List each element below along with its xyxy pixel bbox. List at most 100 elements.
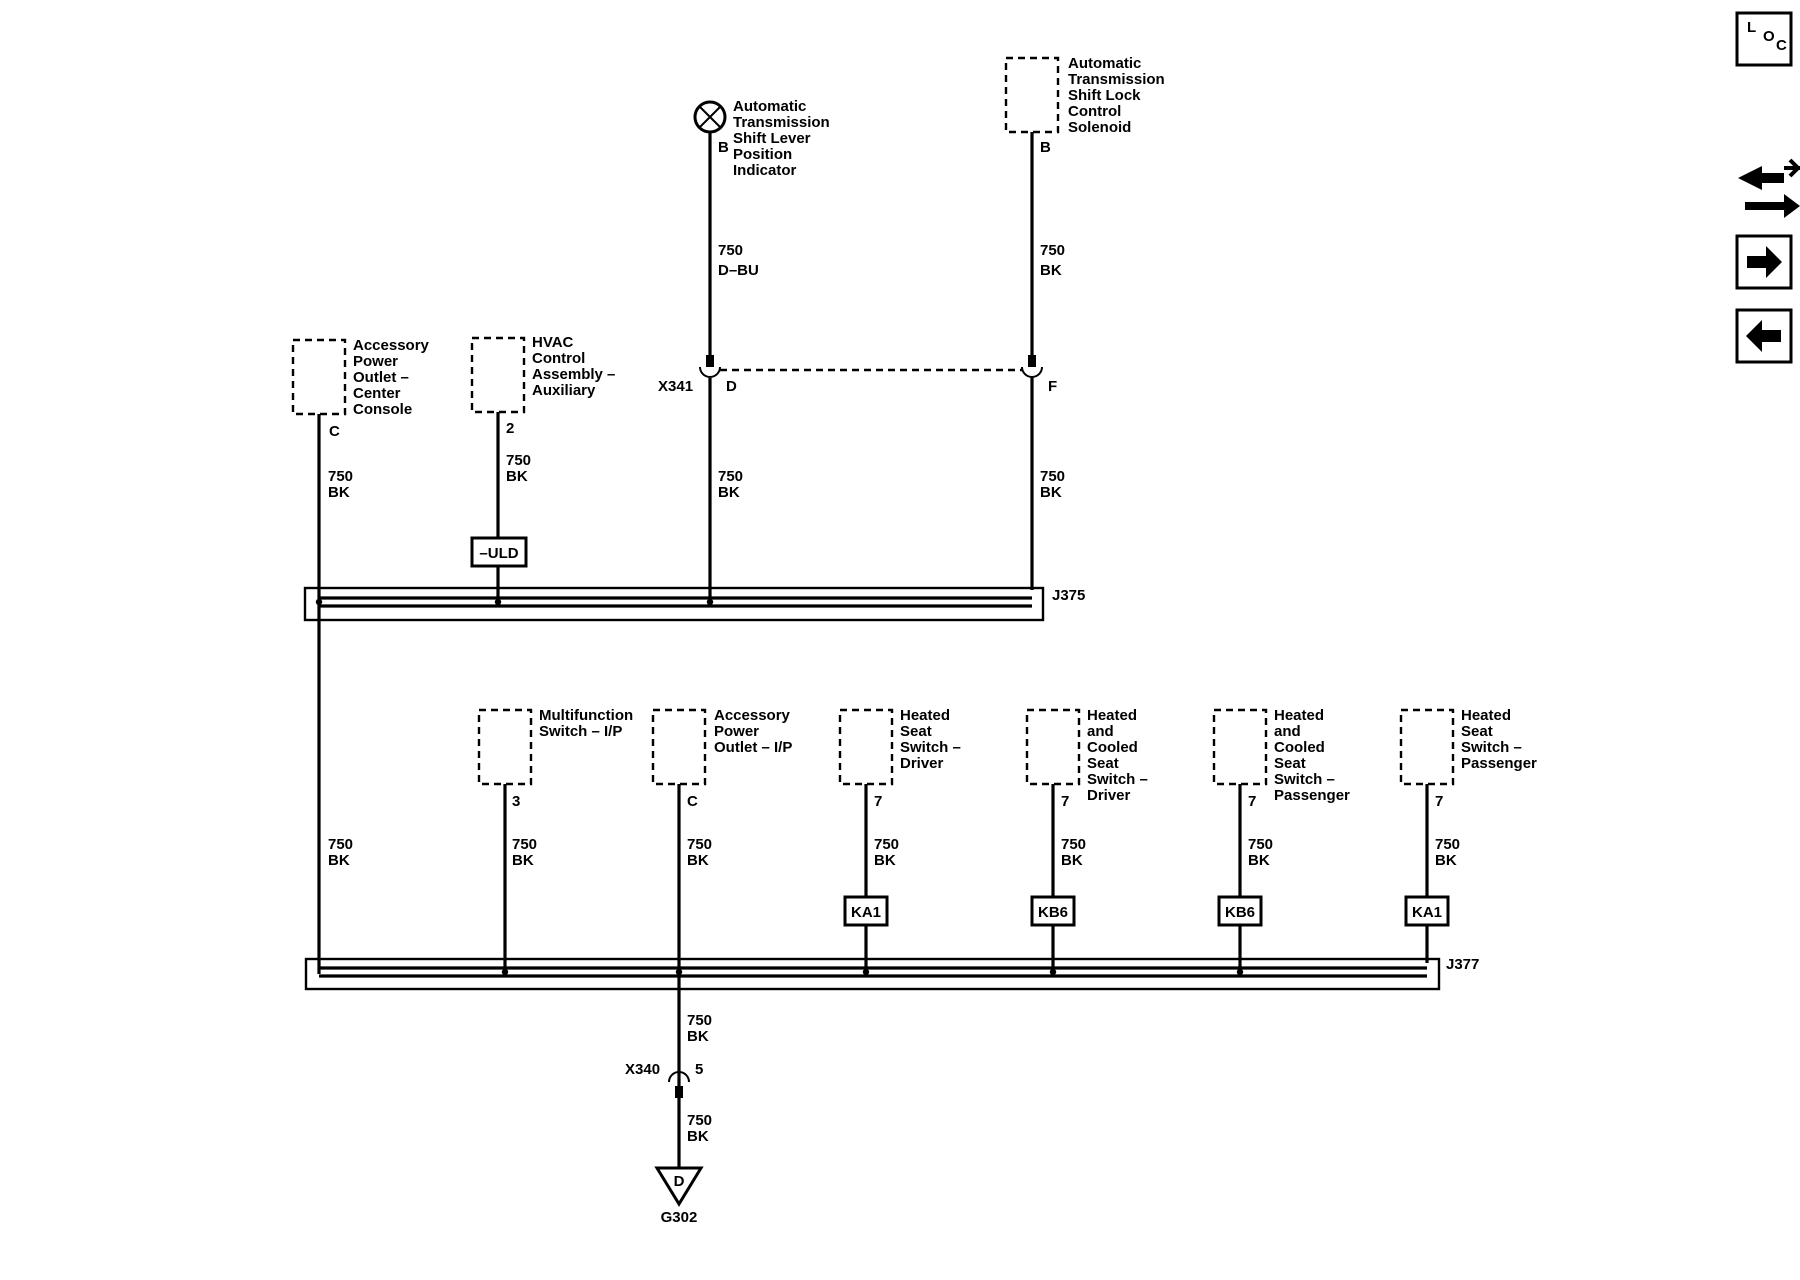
- solenoid-name-line-4: Control: [1068, 103, 1121, 120]
- heated-passenger-name-line-4: Passenger: [1461, 755, 1537, 772]
- multifunction-pin: 3: [512, 793, 520, 810]
- option-kb6-driver-label: KB6: [1038, 904, 1068, 921]
- hc-passenger-name-line-6: Passenger: [1274, 787, 1350, 804]
- next-page-button[interactable]: [1735, 234, 1793, 290]
- ground-symbol-letter: D: [674, 1173, 685, 1190]
- solenoid-name-line-3: Shift Lock: [1068, 87, 1141, 104]
- arrow-right-icon: [1747, 246, 1782, 278]
- connector-x340: X340 5: [625, 1061, 703, 1098]
- hc-driver-name-line-3: Cooled: [1087, 739, 1138, 756]
- option-kb6-passenger-label: KB6: [1225, 904, 1255, 921]
- hvac-control-assembly-auxiliary: HVAC Control Assembly – Auxiliary 2: [470, 334, 615, 437]
- option-ka1-driver: KA1: [843, 895, 889, 927]
- hc-driver-name-line-2: and: [1087, 723, 1114, 740]
- solenoid-pin: B: [1040, 139, 1051, 156]
- wire-solenoid-color: BK: [1040, 262, 1062, 279]
- wire-x340-g302-circuit: 750: [687, 1112, 712, 1129]
- wire-apo-ip-color: BK: [687, 852, 709, 869]
- arrow-left-icon: [1746, 320, 1781, 352]
- indicator-name-line-1: Automatic: [733, 98, 806, 115]
- option-uld: –ULD: [470, 536, 528, 568]
- indicator-name-line-3: Shift Lever: [733, 130, 811, 147]
- wire-hvac-circuit: 750: [506, 452, 531, 469]
- multifunction-name-line-1: Multifunction: [539, 707, 633, 724]
- hc-passenger-name-line-4: Seat: [1274, 755, 1306, 772]
- heated-driver-pin: 7: [874, 793, 882, 810]
- wire-j375-j377-color: BK: [328, 852, 350, 869]
- wire-indicator-color: D–BU: [718, 262, 759, 279]
- wire-x341-f-circuit: 750: [1040, 468, 1065, 485]
- x340-name: X340: [625, 1061, 660, 1078]
- hc-passenger-name-line-5: Switch –: [1274, 771, 1335, 788]
- multifunction-switch-ip: Multifunction Switch – I/P 3: [477, 707, 633, 810]
- heated-driver-name-line-3: Switch –: [900, 739, 961, 756]
- solenoid-name-line-1: Automatic: [1068, 55, 1141, 72]
- wire-apo-console-circuit: 750: [328, 468, 353, 485]
- wire-hvac-color: BK: [506, 468, 528, 485]
- apo-console-name-line-5: Console: [353, 401, 412, 418]
- hvac-pin: 2: [506, 420, 514, 437]
- hc-driver-name-line-4: Seat: [1087, 755, 1119, 772]
- apo-console-name-line-3: Outlet –: [353, 369, 409, 386]
- shift-lock-control-solenoid: Automatic Transmission Shift Lock Contro…: [1004, 55, 1165, 156]
- wire-heated-driver-circuit: 750: [874, 836, 899, 853]
- wire-multifunction-circuit: 750: [512, 836, 537, 853]
- ground-icon: [654, 1166, 704, 1207]
- ground-name: G302: [661, 1209, 698, 1226]
- wire-j377-x340-color: BK: [687, 1028, 709, 1045]
- option-uld-label: –ULD: [479, 545, 518, 562]
- heated-passenger-name-line-1: Heated: [1461, 707, 1511, 724]
- hvac-name-line-4: Auxiliary: [532, 382, 596, 399]
- solenoid-name-line-2: Transmission: [1068, 71, 1165, 88]
- heated-seat-switch-driver: Heated Seat Switch – Driver 7: [838, 707, 961, 810]
- j375-label: J375: [1052, 587, 1085, 604]
- option-ka1-passenger: KA1: [1404, 895, 1450, 927]
- apo-console-name-line-1: Accessory: [353, 337, 430, 354]
- wire-x341-d-circuit: 750: [718, 468, 743, 485]
- hvac-name-line-1: HVAC: [532, 334, 574, 351]
- wire-heated-passenger-color: BK: [1435, 852, 1457, 869]
- heated-driver-name-line-4: Driver: [900, 755, 944, 772]
- hc-passenger-pin: 7: [1248, 793, 1256, 810]
- hc-driver-name-line-1: Heated: [1087, 707, 1137, 724]
- wire-indicator-circuit: 750: [718, 242, 743, 259]
- wire-solenoid-circuit: 750: [1040, 242, 1065, 259]
- indicator-name-line-4: Position: [733, 146, 792, 163]
- wire-apo-console-color: BK: [328, 484, 350, 501]
- wire-x341-f-color: BK: [1040, 484, 1062, 501]
- splice-j377: J377: [304, 956, 1479, 991]
- wire-x341-d-color: BK: [718, 484, 740, 501]
- heated-passenger-name-line-2: Seat: [1461, 723, 1493, 740]
- shift-lever-position-indicator: Automatic Transmission Shift Lever Posit…: [693, 98, 830, 179]
- heated-seat-switch-passenger: Heated Seat Switch – Passenger 7: [1399, 707, 1537, 810]
- splice-j375: J375: [303, 586, 1085, 622]
- accessory-power-outlet-ip: Accessory Power Outlet – I/P C: [651, 707, 792, 810]
- heated-cooled-seat-switch-driver: Heated and Cooled Seat Switch – Driver 7: [1025, 707, 1148, 810]
- wire-hc-driver-circuit: 750: [1061, 836, 1086, 853]
- option-ka1-passenger-label: KA1: [1412, 904, 1442, 921]
- swap-button[interactable]: [1738, 158, 1800, 218]
- j377-label: J377: [1446, 956, 1479, 973]
- previous-page-button[interactable]: [1735, 308, 1793, 364]
- apo-ip-name-line-3: Outlet – I/P: [714, 739, 792, 756]
- wire-hc-driver-color: BK: [1061, 852, 1083, 869]
- option-ka1-driver-label: KA1: [851, 904, 881, 921]
- apo-ip-pin: C: [687, 793, 698, 810]
- hc-passenger-name-line-1: Heated: [1274, 707, 1324, 724]
- loc-letter-c: C: [1776, 37, 1787, 54]
- location-button[interactable]: L O C: [1735, 11, 1793, 67]
- x340-pin: 5: [695, 1061, 703, 1078]
- accessory-power-outlet-center-console: Accessory Power Outlet – Center Console …: [291, 337, 430, 440]
- hc-driver-pin: 7: [1061, 793, 1069, 810]
- solenoid-name-line-5: Solenoid: [1068, 119, 1131, 136]
- swap-icon: [1738, 158, 1800, 218]
- ground-g302: D G302: [654, 1166, 704, 1226]
- heated-driver-name-line-2: Seat: [900, 723, 932, 740]
- wire-heated-passenger-circuit: 750: [1435, 836, 1460, 853]
- loc-letter-l: L: [1747, 19, 1756, 36]
- option-kb6-passenger: KB6: [1217, 895, 1263, 927]
- apo-console-pin: C: [329, 423, 340, 440]
- indicator-pin: B: [718, 139, 729, 156]
- option-kb6-driver: KB6: [1030, 895, 1076, 927]
